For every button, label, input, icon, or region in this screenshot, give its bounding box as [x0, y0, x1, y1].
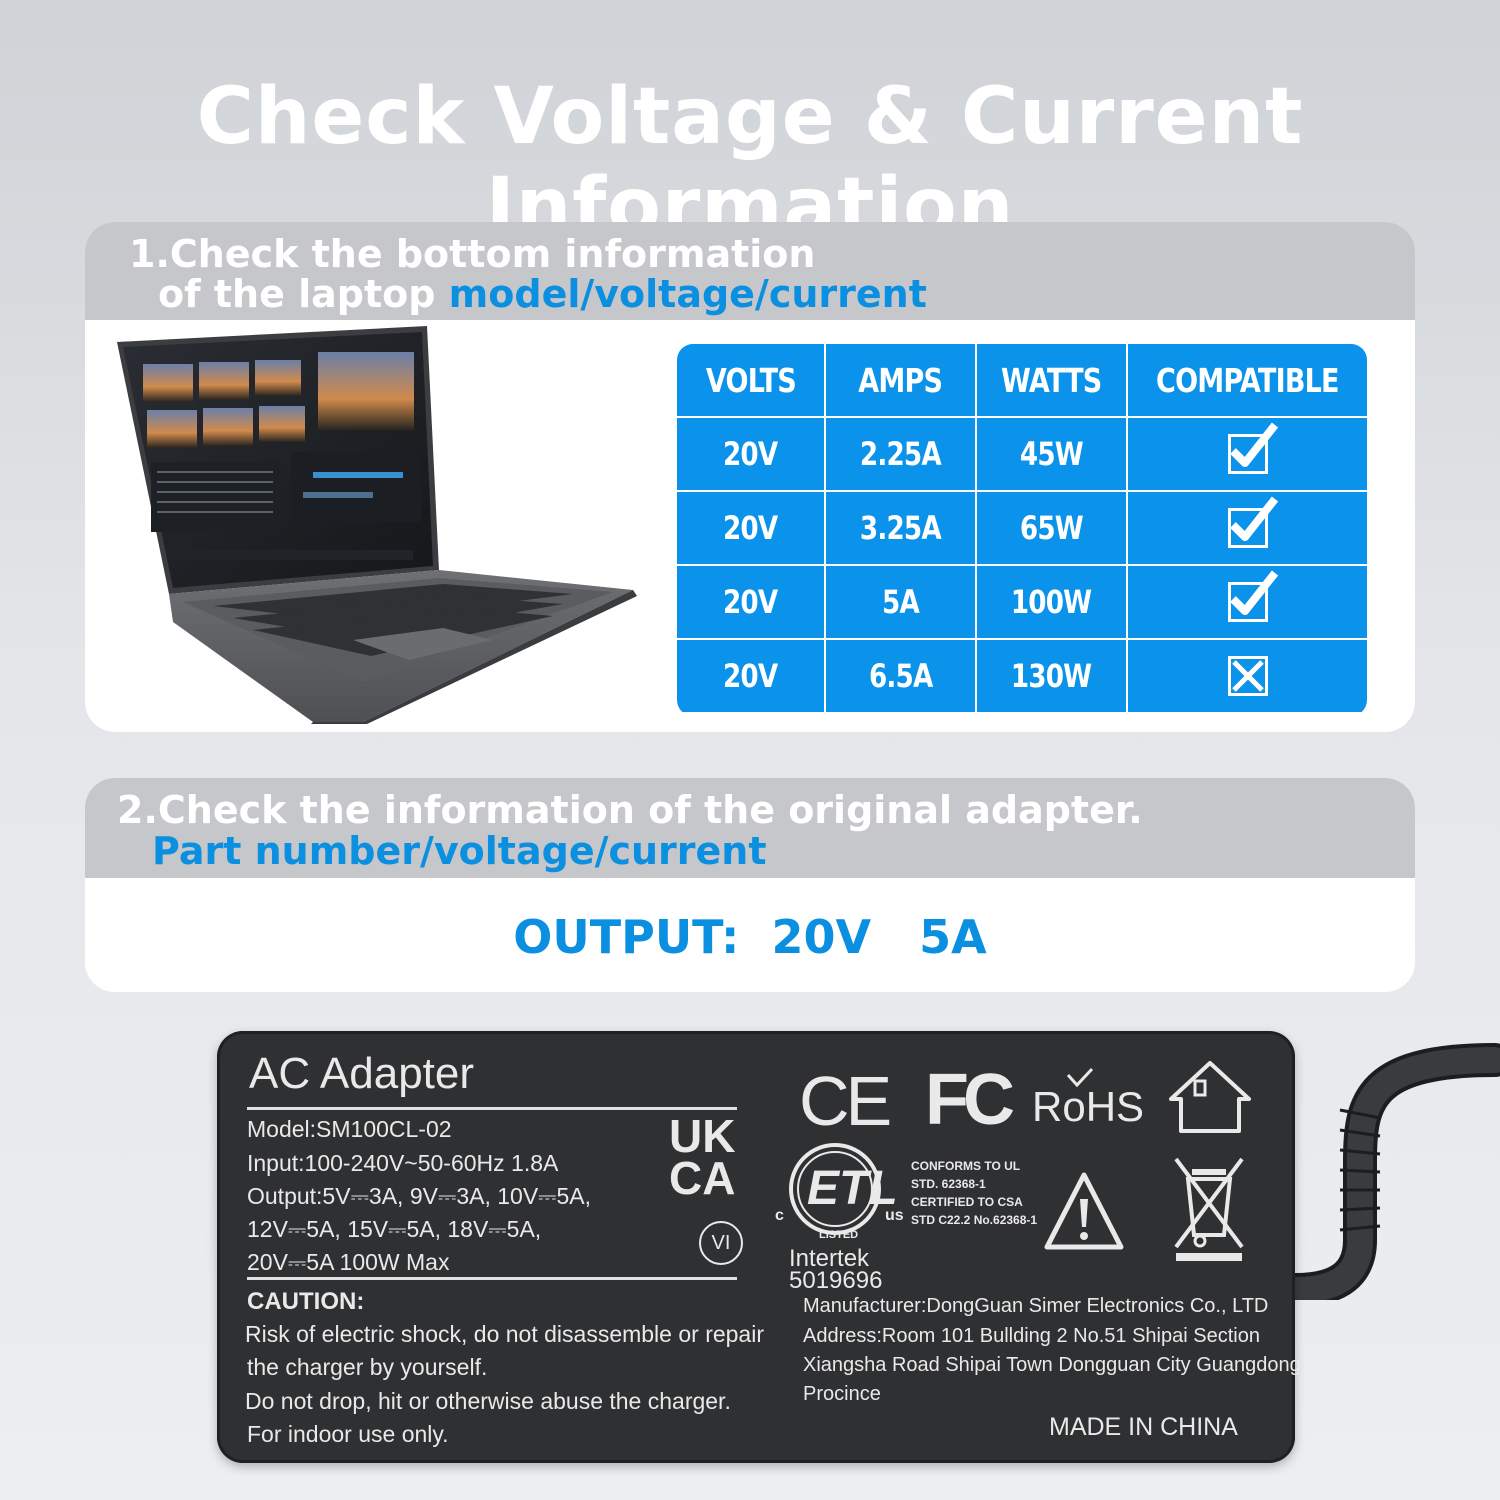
cert-line: CONFORMS TO UL	[911, 1159, 1021, 1173]
table-cell-volts: 20V	[677, 492, 824, 564]
section1-heading-line1: 1.Check the bottom information	[129, 232, 816, 276]
house-icon	[1169, 1061, 1251, 1133]
rohs-check-icon	[1066, 1067, 1094, 1088]
etl-listed-icon	[789, 1143, 881, 1235]
table-cell-amps: 2.25A	[826, 418, 975, 490]
cert-line: CERTIFIED TO CSA	[911, 1195, 1023, 1209]
adapter-output-line3: 20V⎓5A 100W Max	[247, 1249, 450, 1275]
adapter-output-line1: Output:5V⎓3A, 9V⎓3A, 10V⎓5A,	[247, 1183, 592, 1209]
section1-heading-prefix: of the laptop	[158, 272, 449, 316]
rohs-mark: RoHS	[1032, 1083, 1145, 1130]
ukca-bottom: CA	[669, 1152, 736, 1204]
made-in-label: MADE IN CHINA	[1049, 1413, 1238, 1441]
warning-icon	[1044, 1172, 1124, 1250]
laptop-image	[117, 326, 637, 724]
manufacturer: Manufacturer:DongGuan Simer Electronics …	[803, 1295, 1269, 1317]
ac-adapter: AC Adapter Model:SM100CL-02 Input:100-24…	[217, 1031, 1301, 1463]
section1-heading-highlight: model/voltage/current	[448, 272, 927, 316]
card-header	[85, 222, 1415, 320]
etl-letters: ETL	[807, 1162, 898, 1215]
table-cell-watts: 65W	[977, 492, 1126, 564]
cert-line: STD. 62368-1	[911, 1177, 986, 1191]
etl-c: c	[775, 1207, 784, 1224]
caution-line: For indoor use only.	[247, 1421, 449, 1447]
table-cell-compatible	[1128, 566, 1367, 638]
section2-heading-line2: Part number/voltage/current	[152, 829, 767, 873]
address-line: Xiangsha Road Shipai Town Dongguan City …	[803, 1354, 1301, 1376]
ukca-mark: UK CA	[669, 1110, 736, 1204]
power-cable	[1290, 1043, 1500, 1300]
check-icon	[1227, 422, 1278, 474]
laptop-info-card: 1.Check the bottom information of the la…	[85, 222, 1415, 732]
address-line: Procince	[803, 1383, 881, 1405]
adapter-output-line2: 12V⎓5A, 15V⎓5A, 18V⎓5A,	[247, 1216, 542, 1242]
check-icon	[1227, 570, 1278, 622]
card-header	[85, 778, 1415, 878]
etl-number: 5019696	[789, 1267, 883, 1294]
etl-listed: LISTED	[819, 1229, 859, 1241]
table-cell-compatible	[1128, 418, 1367, 490]
cert-line: STD C22.2 No.62368-1	[911, 1213, 1038, 1227]
spec-table: VOLTS AMPS WATTS COMPATIBLE 20V 2.25A 45…	[677, 344, 1367, 716]
adapter-model: Model:SM100CL-02	[247, 1116, 452, 1142]
header-compatible: COMPATIBLE	[1128, 344, 1367, 416]
caution-line: the charger by yourself.	[247, 1354, 488, 1380]
table-cell-volts: 20V	[677, 640, 824, 712]
check-icon	[1227, 496, 1278, 548]
table-cell-compatible	[1128, 492, 1367, 564]
caution-line: Do not drop, hit or otherwise abuse the …	[245, 1388, 731, 1414]
divider	[247, 1277, 737, 1280]
ukca-top: UK	[669, 1110, 736, 1162]
header-amps: AMPS	[826, 344, 975, 416]
output-spec: OUTPUT: 20V 5A	[513, 910, 987, 964]
header-volts: VOLTS	[677, 344, 824, 416]
address-line: Address:Room 101 Bullding 2 No.51 Shipai…	[803, 1325, 1260, 1347]
ce-mark: CE	[799, 1062, 892, 1140]
table-cell-volts: 20V	[677, 418, 824, 490]
adapter-input: Input:100-240V~50-60Hz 1.8A	[247, 1150, 559, 1176]
section1-heading-line2: of the laptop model/voltage/current	[158, 272, 927, 316]
table-cell-watts: 45W	[977, 418, 1126, 490]
divider	[247, 1107, 737, 1110]
efficiency-vi-mark: VI	[699, 1221, 743, 1265]
adapter-title: AC Adapter	[249, 1049, 475, 1098]
etl-us: us	[885, 1207, 904, 1224]
caution-line: Risk of electric shock, do not disassemb…	[245, 1321, 764, 1347]
etl-intertek: Intertek	[789, 1245, 870, 1272]
table-cell-watts: 130W	[977, 640, 1126, 712]
table-cell-watts: 100W	[977, 566, 1126, 638]
fcc-mark: FC	[925, 1060, 1015, 1140]
cross-icon	[1227, 656, 1268, 696]
table-cell-amps: 3.25A	[826, 492, 975, 564]
caution-title: CAUTION:	[247, 1288, 365, 1315]
adapter-info-card: 2.Check the information of the original …	[85, 778, 1415, 992]
section2-heading-line1: 2.Check the information of the original …	[117, 788, 1143, 832]
table-cell-compatible	[1128, 640, 1367, 712]
weee-bin-icon	[1174, 1157, 1244, 1261]
table-cell-volts: 20V	[677, 566, 824, 638]
table-cell-amps: 6.5A	[826, 640, 975, 712]
header-watts: WATTS	[977, 344, 1126, 416]
table-cell-amps: 5A	[826, 566, 975, 638]
page-title: Check Voltage & Current Information	[196, 72, 1304, 252]
